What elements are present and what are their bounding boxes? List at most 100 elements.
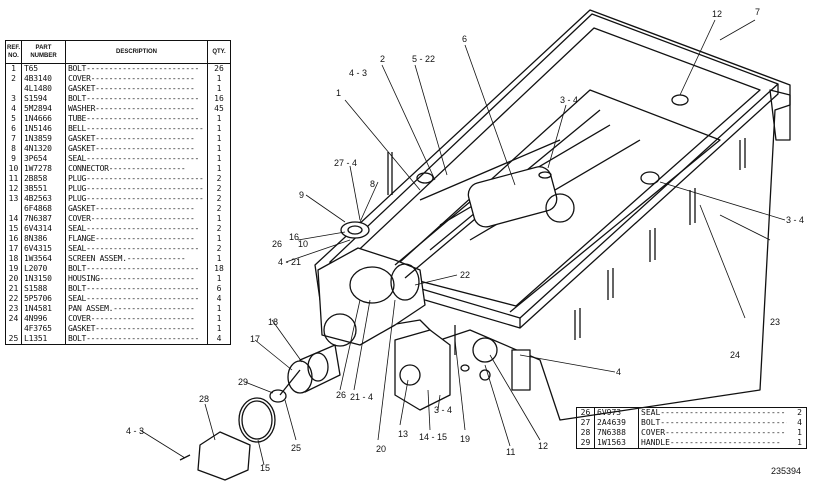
qty-cell: 4 [797,418,802,427]
callout-15: 15 [260,463,270,473]
callout-4-3-bottom: 4 - 3 [126,426,144,436]
ref-cell: 23 [5,304,22,314]
callout-13: 13 [398,429,408,439]
description-cell: BOLT------------------------- [65,94,208,104]
callout-6: 6 [462,34,467,44]
qty-cell: 1 [207,234,231,244]
drawing-number: 235394 [770,466,801,476]
callout-25: 25 [291,443,301,453]
ref-cell: 4 [5,104,22,114]
ref-cell: 10 [5,164,22,174]
ref-cell [5,324,22,334]
callout-17: 17 [250,334,260,344]
ref-cell: 16 [5,234,22,244]
description-cell: COVER----------------------- [65,314,208,324]
part-number-cell: 4L1480 [21,84,66,94]
part-number-cell: 2B858 [21,174,66,184]
description-cell: BOLT------------------------- [65,264,208,274]
description-cell: BOLT------------------------- [65,63,208,74]
end-cover [197,431,251,481]
part-number-cell: 1N4666 [21,114,66,124]
description-cell: GASKET---------------------- [65,134,208,144]
qty-cell: 1 [207,274,231,284]
ref-cell [5,84,22,94]
description-cell: SEAL------------------------- [65,294,208,304]
callout-4-right: 4 [616,367,621,377]
part-number-cell: 4N996 [21,314,66,324]
part-number-cell: 3P654 [21,154,66,164]
qty-cell: 1 [207,164,231,174]
part-number-cell: 4F3765 [21,324,66,334]
ref-cell: 27 [576,418,595,428]
part-number-cell: 3B551 [21,184,66,194]
part-number-cell: 1N4581 [21,304,66,314]
qty-cell: 1 [207,74,231,84]
description-cell: COVER----------------------- [65,214,208,224]
ref-cell: 9 [5,154,22,164]
part-number-cell: 2A4639 [594,418,639,428]
qty-cell: 1 [207,304,231,314]
callout-9: 9 [299,190,304,200]
description-cell: WASHER---------------------- [65,104,208,114]
part-number-cell: 1W7278 [21,164,66,174]
callout-26-bottom: 26 [336,390,346,400]
ref-cell: 29 [576,438,595,449]
part-number-cell: 6F4868 [21,204,66,214]
callout-8: 8 [370,179,375,189]
qty-cell: 2 [797,408,802,417]
part-number-cell: 8N386 [21,234,66,244]
qty-cell: 16 [207,94,231,104]
ref-cell: 12 [5,184,22,194]
ref-cell: 17 [5,244,22,254]
description-cell: HOUSING--------------------- [65,274,208,284]
part-number-cell: 6V4315 [21,244,66,254]
description-cell: GASKET---------------------- [65,144,208,154]
front-cover [394,329,451,411]
ref-cell: 2 [5,74,22,84]
qty-cell: 2 [207,184,231,194]
part-number-cell: S1594 [21,94,66,104]
qty-cell: 2 [207,244,231,254]
pump-housing [317,247,426,346]
ref-cell [5,204,22,214]
header-qty: QTY. [207,40,231,64]
callout-3-4-right: 3 - 4 [786,215,804,225]
description-cell: GASKET---------------------- [65,84,208,94]
callout-18: 18 [268,317,278,327]
part-number-cell: 1N5146 [21,124,66,134]
qty-cell: 1 [207,84,231,94]
part-number-cell: 7N6387 [21,214,66,224]
part-number-cell: 1N3150 [21,274,66,284]
header-ref-no: REF. NO. [5,40,22,64]
qty-cell: 4 [207,294,231,304]
description-cell: COVER----------------------- [65,74,208,84]
callout-12-bottom: 12 [538,441,548,451]
ref-cell: 24 [5,314,22,324]
part-number-cell: 5P5706 [21,294,66,304]
callout-24: 24 [730,350,740,360]
description-cell: BELL-------------------------- [65,124,208,134]
ref-cell: 8 [5,144,22,154]
qty-cell: 2 [207,194,231,204]
callout-22: 22 [460,270,470,280]
qty-cell: 1 [797,438,802,447]
part-number-cell: 4B3140 [21,74,66,84]
